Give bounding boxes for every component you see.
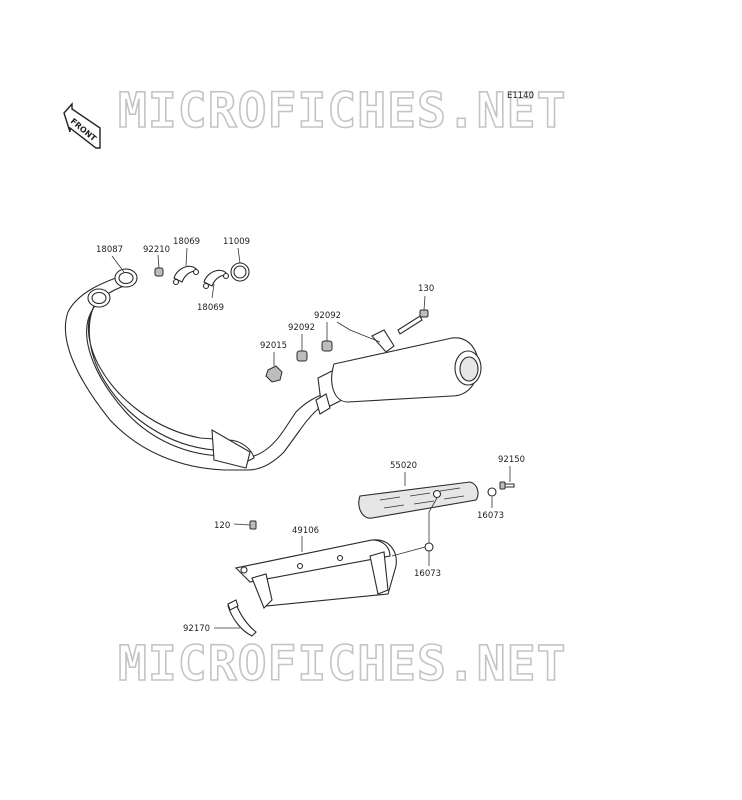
muffler [315, 329, 482, 415]
part-label-92210: 92210 [143, 245, 170, 255]
part-label-18069-b: 18069 [197, 303, 224, 313]
exhaust-header-pipe [64, 268, 331, 471]
part-label-49106: 49106 [292, 526, 319, 536]
front-arrow-icon: FRONT [63, 102, 101, 149]
part-label-92092-a: 92092 [314, 311, 341, 321]
watermark-bottom: MICROFICHES.NET [118, 636, 566, 692]
part-label-92015: 92015 [260, 341, 287, 351]
watermark-top: MICROFICHES.NET [118, 83, 566, 139]
part-label-16073-a: 16073 [477, 511, 504, 521]
leader-lines [111, 247, 511, 629]
part-label-55020: 55020 [390, 461, 417, 471]
part-label-18087: 18087 [96, 245, 123, 255]
part-label-92170: 92170 [183, 624, 210, 634]
part-120-bolt [249, 520, 257, 530]
part-55020-heat-shield [358, 481, 479, 519]
part-92150-screw [499, 481, 515, 490]
part-92015-nut [265, 365, 283, 383]
part-92092-collar-a [321, 340, 333, 352]
part-11009-gasket [230, 262, 250, 282]
part-16073-washer-a [487, 487, 497, 497]
part-18069-clamp-a [172, 265, 200, 286]
part-16073-washer-b [424, 542, 434, 552]
part-92170-band [227, 599, 257, 637]
part-label-92092-b: 92092 [288, 323, 315, 333]
part-label-18069-a: 18069 [173, 237, 200, 247]
part-label-120: 120 [214, 521, 230, 531]
part-label-130: 130 [418, 284, 434, 294]
part-49106-cover [234, 539, 397, 609]
part-label-92150: 92150 [498, 455, 525, 465]
part-label-11009: 11009 [223, 237, 250, 247]
part-92092-collar-b [296, 350, 308, 362]
part-18069-clamp-b [202, 269, 230, 290]
diagram-code: E1140 [507, 91, 534, 101]
part-92210-nut [154, 267, 164, 277]
part-label-16073-b: 16073 [414, 569, 441, 579]
part-130-bolt [397, 309, 429, 335]
